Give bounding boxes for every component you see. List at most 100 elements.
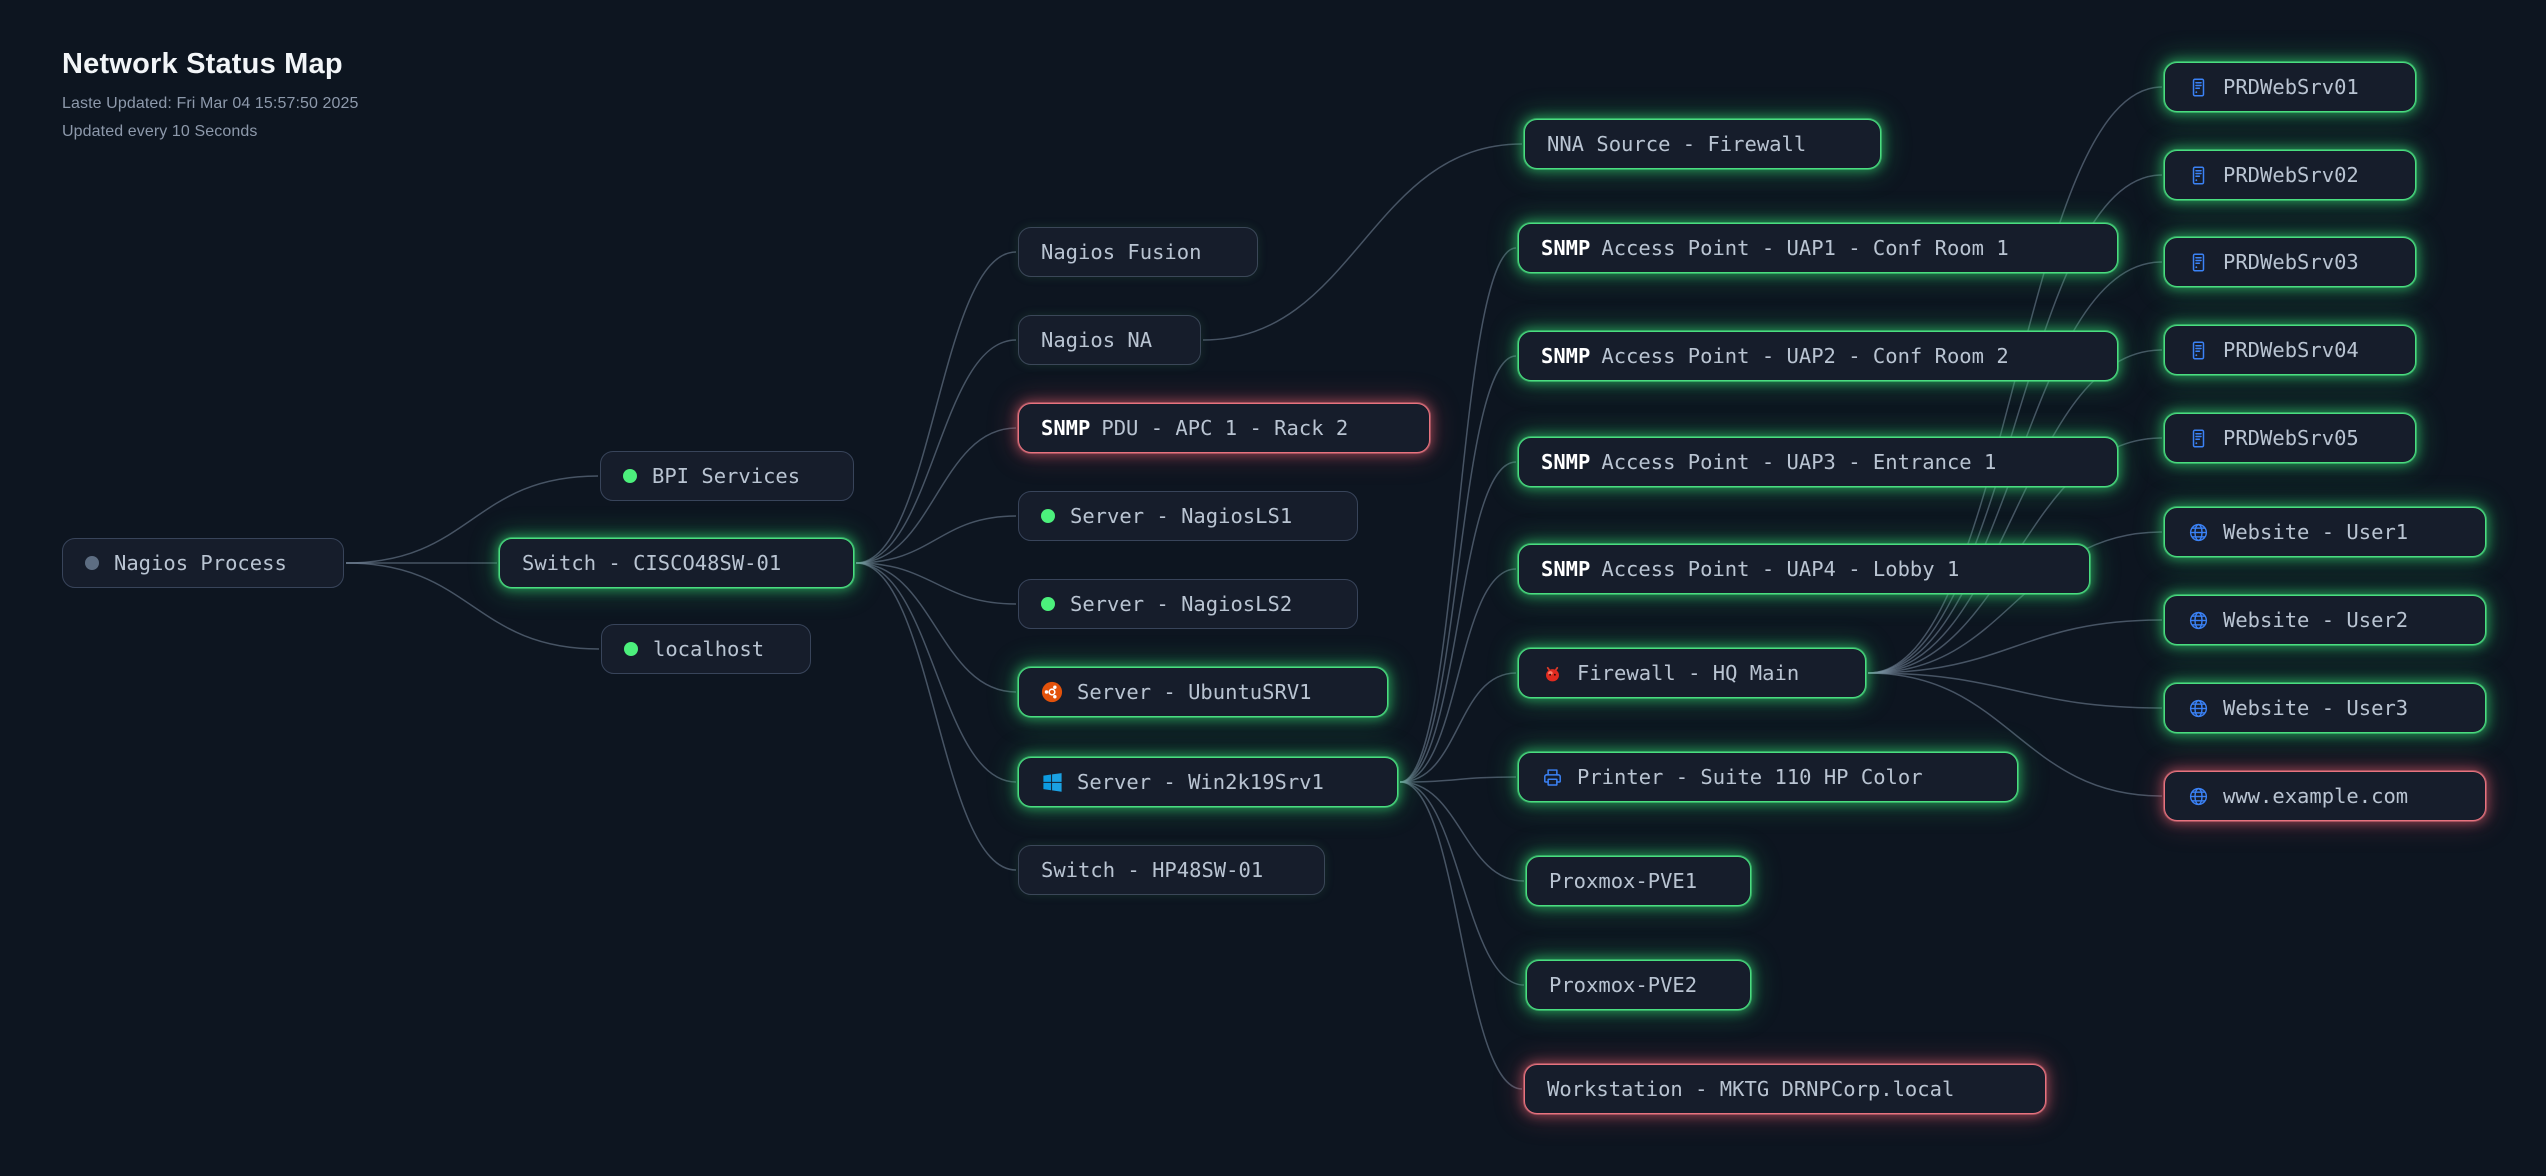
pfsense-icon xyxy=(1541,662,1563,684)
status-dot-ok-icon xyxy=(624,642,638,656)
node-snmp-uap1[interactable]: SNMP Access Point - UAP1 - Conf Room 1 xyxy=(1518,223,2118,273)
edge-server-win2k19-to-snmp-uap1 xyxy=(1399,247,1517,783)
node-label: PRDWebSrv02 xyxy=(2223,163,2359,187)
edge-switch-cisco-to-nagios-fusion xyxy=(855,251,1017,564)
node-nna-source-fw[interactable]: NNA Source - Firewall xyxy=(1524,119,1881,169)
edge-server-win2k19-to-snmp-uap4 xyxy=(1399,568,1517,783)
node-proxmox-pve1[interactable]: Proxmox-PVE1 xyxy=(1526,856,1751,906)
node-label: Switch - CISCO48SW-01 xyxy=(522,551,782,575)
node-label: Access Point - UAP4 - Lobby 1 xyxy=(1601,557,1960,581)
windows-icon xyxy=(1041,771,1063,793)
edge-firewall-hq-to-website-user3 xyxy=(1867,672,2163,709)
node-switch-hp48[interactable]: Switch - HP48SW-01 xyxy=(1018,845,1325,895)
node-snmp-uap2[interactable]: SNMP Access Point - UAP2 - Conf Room 2 xyxy=(1518,331,2118,381)
node-www-example-com[interactable]: www.example.com xyxy=(2164,771,2486,821)
node-label: PRDWebSrv05 xyxy=(2223,426,2359,450)
edge-server-win2k19-to-printer-suite110 xyxy=(1399,776,1517,783)
node-workstation-mktg[interactable]: Workstation - MKTG DRNPCorp.local xyxy=(1524,1064,2046,1114)
node-localhost[interactable]: localhost xyxy=(601,624,811,674)
node-label: Website - User1 xyxy=(2223,520,2409,544)
node-label: Proxmox-PVE1 xyxy=(1549,869,1698,893)
node-label: Server - UbuntuSRV1 xyxy=(1077,680,1312,704)
edge-server-win2k19-to-workstation-mktg xyxy=(1399,781,1523,1090)
node-printer-suite110[interactable]: Printer - Suite 110 HP Color xyxy=(1518,752,2018,802)
node-prdwebsrv05[interactable]: PRDWebSrv05 xyxy=(2164,413,2416,463)
node-label: BPI Services xyxy=(652,464,801,488)
globe-icon xyxy=(2187,609,2209,631)
node-nagios-fusion[interactable]: Nagios Fusion xyxy=(1018,227,1258,277)
node-server-ubuntusrv1[interactable]: Server - UbuntuSRV1 xyxy=(1018,667,1388,717)
edge-switch-cisco-to-nagios-na xyxy=(855,339,1017,564)
node-label: Access Point - UAP3 - Entrance 1 xyxy=(1601,450,1997,474)
node-label: www.example.com xyxy=(2223,784,2409,808)
node-label: PRDWebSrv04 xyxy=(2223,338,2359,362)
node-proxmox-pve2[interactable]: Proxmox-PVE2 xyxy=(1526,960,1751,1010)
node-protocol-tag: SNMP xyxy=(1041,416,1091,440)
node-label: Access Point - UAP2 - Conf Room 2 xyxy=(1601,344,2009,368)
status-dot-ok-icon xyxy=(1041,509,1055,523)
edge-firewall-hq-to-prdwebsrv04 xyxy=(1867,349,2163,674)
node-label: Switch - HP48SW-01 xyxy=(1041,858,1264,882)
node-label: PDU - APC 1 - Rack 2 xyxy=(1101,416,1349,440)
page-title: Network Status Map xyxy=(62,48,343,80)
node-firewall-hq[interactable]: Firewall - HQ Main xyxy=(1518,648,1866,698)
edge-server-win2k19-to-proxmox-pve2 xyxy=(1399,781,1525,986)
node-prdwebsrv01[interactable]: PRDWebSrv01 xyxy=(2164,62,2416,112)
node-switch-cisco[interactable]: Switch - CISCO48SW-01 xyxy=(499,538,854,588)
node-bpi-services[interactable]: BPI Services xyxy=(600,451,854,501)
node-label: Access Point - UAP1 - Conf Room 1 xyxy=(1601,236,2009,260)
node-label: Proxmox-PVE2 xyxy=(1549,973,1698,997)
node-label: Website - User3 xyxy=(2223,696,2409,720)
edge-server-win2k19-to-snmp-uap3 xyxy=(1399,461,1517,783)
node-label: Server - Win2k19Srv1 xyxy=(1077,770,1324,794)
node-snmp-uap4[interactable]: SNMP Access Point - UAP4 - Lobby 1 xyxy=(1518,544,2090,594)
printer-icon xyxy=(1541,766,1563,788)
node-label: Server - NagiosLS1 xyxy=(1070,504,1293,528)
node-prdwebsrv04[interactable]: PRDWebSrv04 xyxy=(2164,325,2416,375)
ubuntu-icon xyxy=(1041,681,1063,703)
refresh-interval-text: Updated every 10 Seconds xyxy=(62,123,258,140)
node-protocol-tag: SNMP xyxy=(1541,236,1591,260)
node-label: Nagios Fusion xyxy=(1041,240,1202,264)
node-protocol-tag: SNMP xyxy=(1541,557,1591,581)
node-server-nagiosls1[interactable]: Server - NagiosLS1 xyxy=(1018,491,1358,541)
server-icon xyxy=(2187,339,2209,361)
edge-switch-cisco-to-switch-hp48 xyxy=(855,562,1017,871)
edge-switch-cisco-to-server-nagiosls1 xyxy=(855,515,1017,564)
node-label: Nagios NA xyxy=(1041,328,1153,352)
node-protocol-tag: SNMP xyxy=(1541,450,1591,474)
page-header: Network Status Map Laste Updated: Fri Ma… xyxy=(62,48,359,141)
node-nagios-process[interactable]: Nagios Process xyxy=(62,538,344,588)
edge-server-win2k19-to-firewall-hq xyxy=(1399,672,1517,783)
edge-switch-cisco-to-server-nagiosls2 xyxy=(855,562,1017,605)
node-label: Firewall - HQ Main xyxy=(1577,661,1800,685)
node-snmp-uap3[interactable]: SNMP Access Point - UAP3 - Entrance 1 xyxy=(1518,437,2118,487)
server-icon xyxy=(2187,427,2209,449)
node-website-user3[interactable]: Website - User3 xyxy=(2164,683,2486,733)
server-icon xyxy=(2187,76,2209,98)
node-label: localhost xyxy=(653,637,765,661)
node-label: Nagios Process xyxy=(114,551,287,575)
node-server-win2k19[interactable]: Server - Win2k19Srv1 xyxy=(1018,757,1398,807)
node-protocol-tag: SNMP xyxy=(1541,344,1591,368)
node-label: Workstation - MKTG DRNPCorp.local xyxy=(1547,1077,1955,1101)
node-prdwebsrv03[interactable]: PRDWebSrv03 xyxy=(2164,237,2416,287)
edge-firewall-hq-to-website-user2 xyxy=(1867,619,2163,674)
globe-icon xyxy=(2187,697,2209,719)
node-server-nagiosls2[interactable]: Server - NagiosLS2 xyxy=(1018,579,1358,629)
edge-switch-cisco-to-snmp-pdu-apc1 xyxy=(855,427,1017,564)
node-label: PRDWebSrv03 xyxy=(2223,250,2359,274)
node-website-user2[interactable]: Website - User2 xyxy=(2164,595,2486,645)
globe-icon xyxy=(2187,785,2209,807)
node-label: Printer - Suite 110 HP Color xyxy=(1577,765,1923,789)
node-website-user1[interactable]: Website - User1 xyxy=(2164,507,2486,557)
server-icon xyxy=(2187,251,2209,273)
edge-switch-cisco-to-server-ubuntusrv1 xyxy=(855,562,1017,693)
edge-server-win2k19-to-proxmox-pve1 xyxy=(1399,781,1525,882)
node-prdwebsrv02[interactable]: PRDWebSrv02 xyxy=(2164,150,2416,200)
edge-switch-cisco-to-server-win2k19 xyxy=(855,562,1017,783)
node-snmp-pdu-apc1[interactable]: SNMP PDU - APC 1 - Rack 2 xyxy=(1018,403,1430,453)
node-nagios-na[interactable]: Nagios NA xyxy=(1018,315,1201,365)
status-dot-pending-icon xyxy=(85,556,99,570)
node-label: Server - NagiosLS2 xyxy=(1070,592,1293,616)
